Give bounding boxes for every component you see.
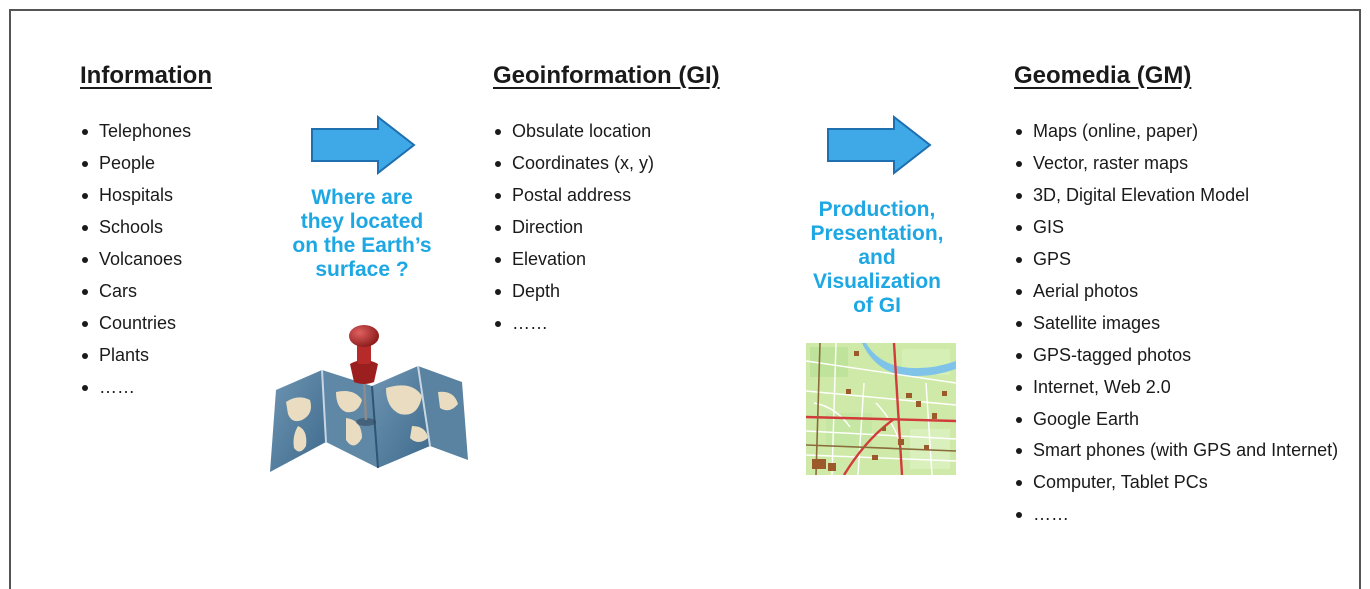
list-item: Postal address (493, 179, 654, 211)
list-item: Aerial photos (1014, 275, 1344, 307)
list-item: Plants (80, 339, 191, 371)
caption-line: they located (300, 210, 424, 233)
list-item: Cars (80, 275, 191, 307)
right-arrow-icon (827, 115, 932, 175)
list-item: Google Earth (1014, 403, 1344, 435)
production-caption: Production, Presentation, and Visualizat… (782, 198, 972, 318)
caption-line: surface ? (315, 258, 409, 281)
list-item: Telephones (80, 115, 191, 147)
list-item: Obsulate location (493, 115, 654, 147)
right-arrow-icon (311, 115, 416, 175)
list-item: …… (493, 307, 654, 339)
list-item: 3D, Digital Elevation Model (1014, 179, 1344, 211)
diagram-frame (9, 9, 1361, 589)
information-title: Information (80, 62, 212, 89)
list-item: Smart phones (with GPS and Internet) (1014, 435, 1344, 466)
caption-line: of GI (853, 294, 901, 317)
list-item: Elevation (493, 243, 654, 275)
list-item: …… (1014, 498, 1344, 530)
list-item: GPS-tagged photos (1014, 339, 1344, 371)
geoinformation-title: Geoinformation (GI) (493, 62, 720, 89)
caption-line: Production, (818, 198, 936, 221)
location-question-caption: Where are they located on the Earth’s su… (262, 186, 462, 282)
list-item: Direction (493, 211, 654, 243)
list-item: Hospitals (80, 179, 191, 211)
geomedia-title: Geomedia (GM) (1014, 62, 1192, 89)
caption-line: and (858, 246, 896, 269)
list-item: People (80, 147, 191, 179)
list-item: GIS (1014, 211, 1344, 243)
list-item: Countries (80, 307, 191, 339)
list-item: Volcanoes (80, 243, 191, 275)
list-item: Coordinates (x, y) (493, 147, 654, 179)
folded-world-map-image (270, 325, 468, 472)
list-item: Depth (493, 275, 654, 307)
list-item: Computer, Tablet PCs (1014, 466, 1344, 498)
caption-line: on the Earth’s (292, 234, 432, 257)
caption-line: Where are (311, 186, 413, 209)
caption-line: Visualization (813, 270, 941, 293)
list-item: Satellite images (1014, 307, 1344, 339)
list-item: Internet, Web 2.0 (1014, 371, 1344, 403)
list-item: Schools (80, 211, 191, 243)
city-street-map-image (806, 343, 956, 475)
list-item: Maps (online, paper) (1014, 115, 1344, 147)
caption-line: Presentation, (810, 222, 944, 245)
list-item: GPS (1014, 243, 1344, 275)
list-item: Vector, raster maps (1014, 147, 1344, 179)
list-item: …… (80, 371, 191, 403)
